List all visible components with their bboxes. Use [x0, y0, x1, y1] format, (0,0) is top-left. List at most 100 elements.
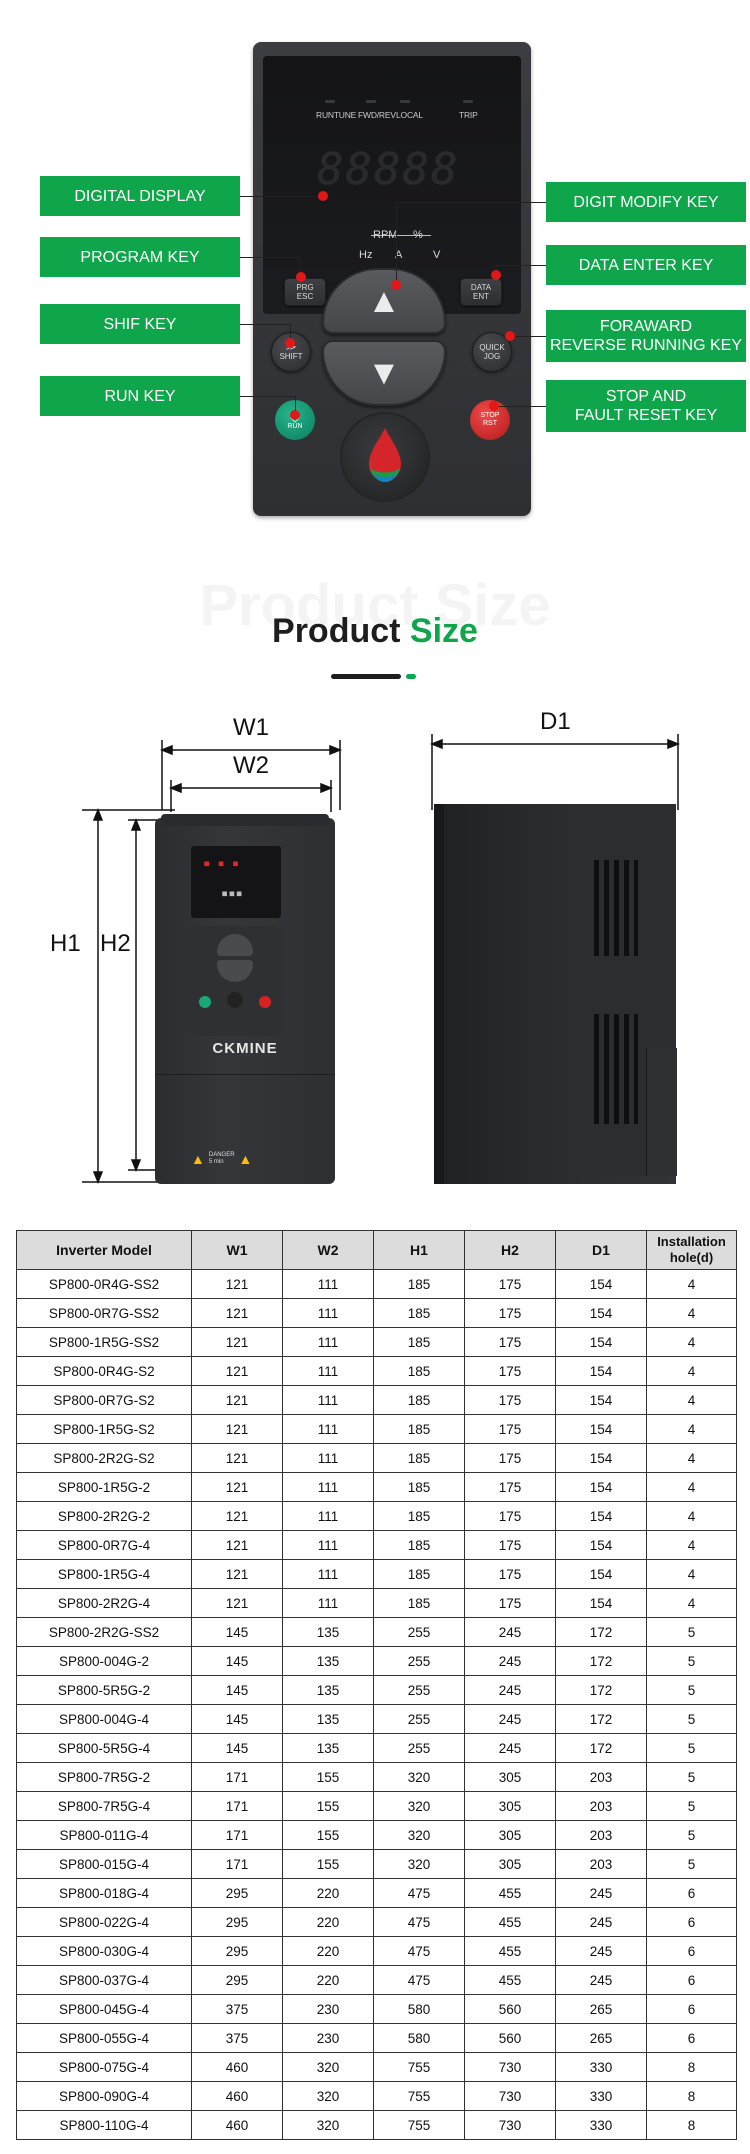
- led-label-runtune: RUNTUNE: [316, 110, 357, 120]
- cell-d1: 203: [555, 1791, 647, 1821]
- unit-percent: %: [413, 229, 423, 241]
- cell-h1: 320: [373, 1820, 465, 1850]
- warning-text: DANGER 5 min: [209, 1152, 235, 1166]
- cell-d1: 154: [555, 1385, 647, 1415]
- cell-w1: 121: [191, 1356, 283, 1386]
- cell-w1: 121: [191, 1443, 283, 1473]
- label-w2: W2: [233, 752, 269, 779]
- unit-a: A: [395, 249, 403, 261]
- cell-d1: 330: [555, 2052, 647, 2082]
- header-d1: D1: [555, 1230, 647, 1270]
- connector-line: [290, 324, 291, 344]
- down-key[interactable]: ▼: [322, 340, 446, 406]
- cell-h2: 175: [464, 1501, 556, 1531]
- header-w1: W1: [191, 1230, 283, 1270]
- connector-line: [295, 396, 296, 414]
- warning-line2: 5 min: [208, 1159, 224, 1165]
- cell-model: SP800-018G-4: [16, 1878, 192, 1908]
- cell-h1: 185: [373, 1559, 465, 1589]
- cell-h1: 185: [373, 1501, 465, 1531]
- cell-hole: 6: [646, 1936, 737, 1966]
- quick-jog-key[interactable]: QUICK JOG: [472, 332, 512, 372]
- cell-model: SP800-037G-4: [16, 1965, 192, 1995]
- seven-segment-display: 88888: [317, 144, 460, 195]
- led-label-local: LOCAL: [396, 110, 423, 120]
- led-trip: [463, 100, 473, 103]
- cell-h2: 175: [464, 1588, 556, 1618]
- cell-w1: 295: [191, 1907, 283, 1937]
- brand-logo: CKMINE: [212, 1040, 278, 1057]
- cell-model: SP800-075G-4: [16, 2052, 192, 2082]
- run-label: RUN: [287, 422, 303, 430]
- cell-h1: 185: [373, 1472, 465, 1502]
- cell-h2: 175: [464, 1414, 556, 1444]
- cell-w1: 460: [191, 2052, 283, 2082]
- cell-w2: 220: [282, 1936, 374, 1966]
- cell-w1: 295: [191, 1965, 283, 1995]
- cell-h2: 245: [464, 1646, 556, 1676]
- side-edge: [434, 804, 444, 1184]
- cell-w1: 121: [191, 1501, 283, 1531]
- cell-h2: 245: [464, 1675, 556, 1705]
- front-down-key: [217, 960, 253, 982]
- cell-d1: 154: [555, 1356, 647, 1386]
- cell-w1: 460: [191, 2081, 283, 2111]
- cell-hole: 4: [646, 1356, 737, 1386]
- shift-label: SHIFT: [279, 352, 303, 361]
- cell-w2: 111: [282, 1472, 374, 1502]
- cell-d1: 245: [555, 1878, 647, 1908]
- cell-h1: 475: [373, 1965, 465, 1995]
- cell-hole: 8: [646, 2052, 737, 2082]
- data-ent-key[interactable]: DATA ENT: [460, 278, 502, 306]
- cell-w1: 121: [191, 1588, 283, 1618]
- prg-esc-key[interactable]: PRG ESC: [284, 278, 326, 306]
- cell-h2: 175: [464, 1298, 556, 1328]
- cell-w1: 375: [191, 2023, 283, 2053]
- connector-line: [240, 257, 300, 258]
- front-keypad: [187, 926, 283, 1036]
- cell-model: SP800-004G-2: [16, 1646, 192, 1676]
- cell-hole: 5: [646, 1820, 737, 1850]
- front-display: ▪ ▪ ▪ ▪▪▪: [191, 846, 281, 918]
- cell-hole: 5: [646, 1617, 737, 1647]
- lower-vent-slots: [594, 1014, 638, 1124]
- cell-d1: 245: [555, 1965, 647, 1995]
- cell-h2: 455: [464, 1965, 556, 1995]
- led-fwdrev: [366, 100, 376, 103]
- callout-forward-line2: REVERSE RUNNING KEY: [549, 337, 743, 354]
- cell-d1: 203: [555, 1762, 647, 1792]
- cell-h1: 475: [373, 1878, 465, 1908]
- unit-v: V: [433, 249, 441, 261]
- cell-model: SP800-1R5G-4: [16, 1559, 192, 1589]
- cell-d1: 154: [555, 1559, 647, 1589]
- potentiometer-knob[interactable]: [340, 412, 430, 502]
- cell-hole: 6: [646, 1878, 737, 1908]
- warning-label: ▲ DANGER 5 min ▲: [191, 1148, 301, 1170]
- led-label-fwdrev: FWD/REV: [358, 110, 396, 120]
- cell-w1: 171: [191, 1820, 283, 1850]
- cell-w1: 145: [191, 1675, 283, 1705]
- stop-label: STOP: [480, 412, 500, 419]
- units-row: RPM % Hz A V: [263, 229, 521, 271]
- cell-model: SP800-004G-4: [16, 1704, 192, 1734]
- cell-w1: 171: [191, 1762, 283, 1792]
- cell-model: SP800-0R4G-S2: [16, 1356, 192, 1386]
- label-h1: H1: [50, 930, 81, 957]
- callout-digital-display: DIGITAL DISPLAY: [40, 176, 240, 216]
- data-label: DATA: [470, 283, 492, 292]
- cell-h2: 175: [464, 1269, 556, 1299]
- front-display-digits-2: ▪▪▪: [221, 886, 243, 900]
- marker-digit-modify-key: [391, 280, 401, 290]
- cell-d1: 154: [555, 1530, 647, 1560]
- cell-d1: 330: [555, 2110, 647, 2140]
- marker-stop-fault-key: [489, 401, 499, 411]
- keypad-panel: RUNTUNE FWD/REV LOCAL TRIP 88888 RPM % H…: [253, 42, 531, 516]
- connector-line: [396, 202, 397, 284]
